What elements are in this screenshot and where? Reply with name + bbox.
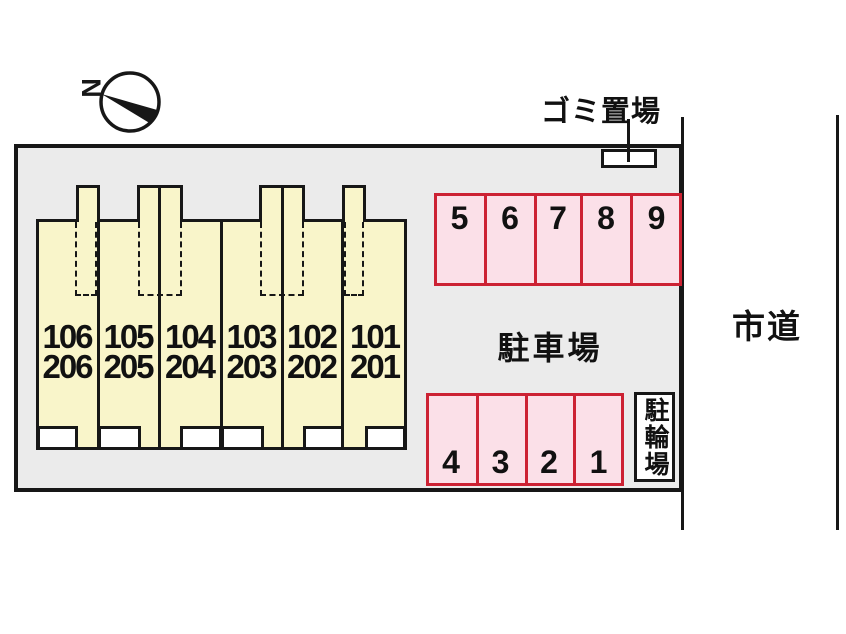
entry-porch-dashed-1 [75,222,97,296]
road-boundary-line-outer [836,115,839,530]
unit-number-lower: 206 [42,348,93,385]
unit-number-upper: 103 [226,318,277,355]
stall-divider [630,193,633,286]
parking-lot-label: 駐車場 [497,330,603,366]
unit-number-lower: 201 [349,348,401,385]
parking-stall-3: 3 [491,444,510,480]
entrance-notch-5 [303,426,344,450]
stall-divider [476,393,479,486]
stall-divider [534,193,537,286]
unit-number-upper: 106 [42,318,93,355]
parking-stall-9: 9 [647,200,666,236]
unit-cell-103-203: 103 203 [220,318,282,385]
entrance-notch-4 [221,426,264,450]
parking-stall-2: 2 [540,444,558,480]
parking-stall-1: 1 [589,444,608,480]
unit-number-lower: 202 [286,348,338,385]
unit-divider-4 [281,188,284,448]
entrance-notch-6 [365,426,406,450]
garbage-area-label: ゴミ置場 [540,96,661,128]
entry-porch-dashed-4 [344,222,364,296]
parking-stall-8: 8 [597,200,615,236]
parking-row-top [434,193,682,286]
parking-stall-7: 7 [549,200,567,236]
city-road-label: 市道 [732,308,802,345]
unit-number-upper: 105 [103,318,154,355]
entrance-notch-3 [180,426,222,450]
unit-number-lower: 205 [103,348,154,385]
stall-divider [525,393,528,486]
compass-n-letter: N [76,78,106,98]
parking-stall-5: 5 [450,200,469,236]
parking-stall-4: 4 [442,444,460,480]
unit-divider-1 [97,222,100,448]
unit-cell-106-206: 106 206 [36,318,98,385]
unit-number-upper: 104 [164,318,216,355]
unit-cell-102-202: 102 202 [281,318,342,385]
bicycle-parking-box: 駐輪場 [634,392,675,482]
building-tab-1 [76,185,100,222]
unit-divider-3 [220,222,223,448]
entrance-notch-1 [37,426,78,450]
bicycle-parking-label: 駐輪場 [641,396,669,478]
unit-number-lower: 203 [226,348,277,385]
stall-divider [580,193,583,286]
unit-cell-105-205: 105 205 [97,318,159,385]
entrance-notch-2 [98,426,141,450]
unit-number-lower: 204 [164,348,216,385]
stall-divider [573,393,576,486]
parking-stall-6: 6 [501,200,519,236]
unit-cell-104-204: 104 204 [158,318,221,385]
unit-number-upper: 101 [349,318,401,355]
unit-divider-2 [158,188,161,448]
building-tab-4 [342,185,366,222]
unit-divider-5 [341,222,344,448]
stall-divider [484,193,487,286]
garbage-leader-line [627,119,630,162]
north-compass-icon: N [76,71,161,133]
unit-cell-101-201: 101 201 [342,318,407,385]
unit-number-upper: 102 [286,318,338,355]
